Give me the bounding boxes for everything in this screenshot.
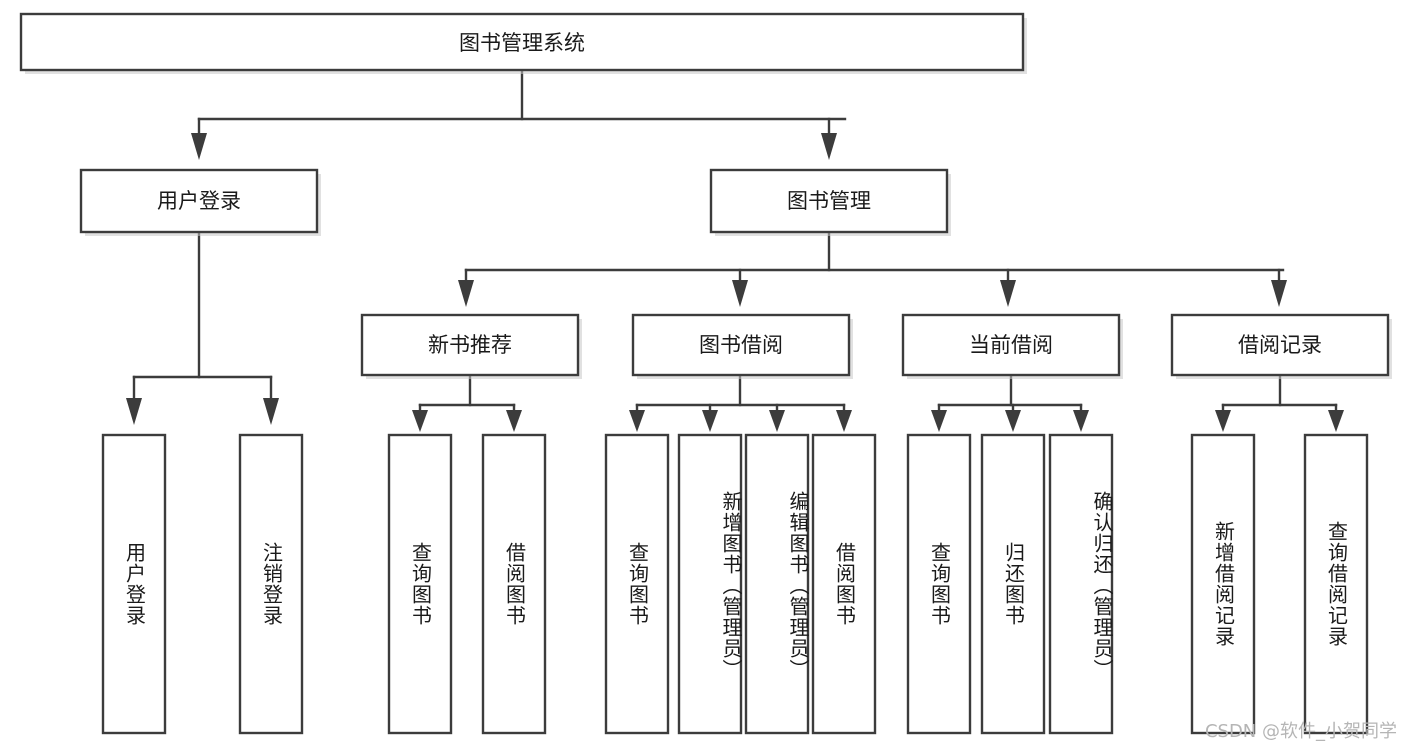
leaf-boxes bbox=[101, 433, 1369, 735]
arrow-head-leaf-logout bbox=[263, 398, 279, 425]
leaf-box-edit-book[interactable] bbox=[744, 433, 810, 735]
node-book-borrow[interactable]: 图书借阅 bbox=[631, 313, 853, 379]
arrow-head-leaf-query-book-2 bbox=[629, 410, 645, 432]
arrow-head-leaf-add-book bbox=[702, 410, 718, 432]
arrow-head-current-borrow bbox=[1000, 280, 1016, 307]
connector-layer bbox=[126, 68, 1344, 432]
node-borrow-record-box bbox=[1170, 313, 1390, 377]
leaf-box-add-record[interactable] bbox=[1190, 433, 1256, 735]
arrow-head-user-login bbox=[191, 133, 207, 160]
node-current-borrow[interactable]: 当前借阅 bbox=[901, 313, 1123, 379]
node-user-login-label: 用户登录 bbox=[157, 189, 241, 213]
arrow-head-new-book-rec bbox=[458, 280, 474, 307]
node-current-borrow-label: 当前借阅 bbox=[969, 333, 1053, 357]
arrow-head-leaf-borrow-book-1 bbox=[506, 410, 522, 432]
arrow-head-leaf-add-record bbox=[1215, 410, 1231, 432]
node-book-manage-box bbox=[709, 168, 949, 234]
arrow-head-leaf-confirm-return bbox=[1073, 410, 1089, 432]
leaf-box-query-book-1[interactable] bbox=[387, 433, 453, 735]
node-new-book-rec-label: 新书推荐 bbox=[428, 333, 512, 357]
node-root[interactable]: 图书管理系统 bbox=[19, 12, 1027, 74]
leaf-box-query-record[interactable] bbox=[1303, 433, 1369, 735]
leaf-box-borrow-book-1[interactable] bbox=[481, 433, 547, 735]
leaf-box-return-book[interactable] bbox=[980, 433, 1046, 735]
node-book-manage[interactable]: 图书管理 bbox=[709, 168, 951, 236]
node-borrow-record-label: 借阅记录 bbox=[1238, 333, 1322, 357]
node-borrow-record[interactable]: 借阅记录 bbox=[1170, 313, 1392, 379]
arrow-head-leaf-edit-book bbox=[769, 410, 785, 432]
arrow-head-book-borrow bbox=[732, 280, 748, 307]
csdn-watermark: CSDN @软件_小贺同学 bbox=[1204, 721, 1397, 742]
arrow-head-leaf-query-record bbox=[1328, 410, 1344, 432]
arrow-head-leaf-query-book-1 bbox=[412, 410, 428, 432]
leaf-box-add-book[interactable] bbox=[677, 433, 743, 735]
arrow-head-leaf-query-book-3 bbox=[931, 410, 947, 432]
arrow-head-borrow-record bbox=[1271, 280, 1287, 307]
leaf-box-borrow-book-2[interactable] bbox=[811, 433, 877, 735]
node-book-manage-label: 图书管理 bbox=[787, 189, 871, 213]
node-layer: 图书管理系统 用户登录 图书管理 新书推荐 图书 bbox=[19, 12, 1392, 735]
node-new-book-rec-box bbox=[360, 313, 580, 377]
node-new-book-rec[interactable]: 新书推荐 bbox=[360, 313, 582, 379]
node-book-borrow-box bbox=[631, 313, 851, 377]
leaf-box-user-login[interactable] bbox=[101, 433, 167, 735]
node-root-label: 图书管理系统 bbox=[459, 31, 585, 55]
node-user-login-box bbox=[79, 168, 319, 234]
node-user-login[interactable]: 用户登录 bbox=[79, 168, 321, 236]
leaf-box-logout[interactable] bbox=[238, 433, 304, 735]
leaf-box-confirm-return[interactable] bbox=[1048, 433, 1114, 735]
arrow-head-leaf-user-login bbox=[126, 398, 142, 425]
leaf-box-query-book-3[interactable] bbox=[906, 433, 972, 735]
arrow-head-leaf-return-book bbox=[1005, 410, 1021, 432]
leaf-box-query-book-2[interactable] bbox=[604, 433, 670, 735]
node-root-box bbox=[19, 12, 1025, 72]
arrow-head-leaf-borrow-book-2 bbox=[836, 410, 852, 432]
node-current-borrow-box bbox=[901, 313, 1121, 377]
node-book-borrow-label: 图书借阅 bbox=[699, 333, 783, 357]
arrow-head-book-manage bbox=[821, 133, 837, 160]
